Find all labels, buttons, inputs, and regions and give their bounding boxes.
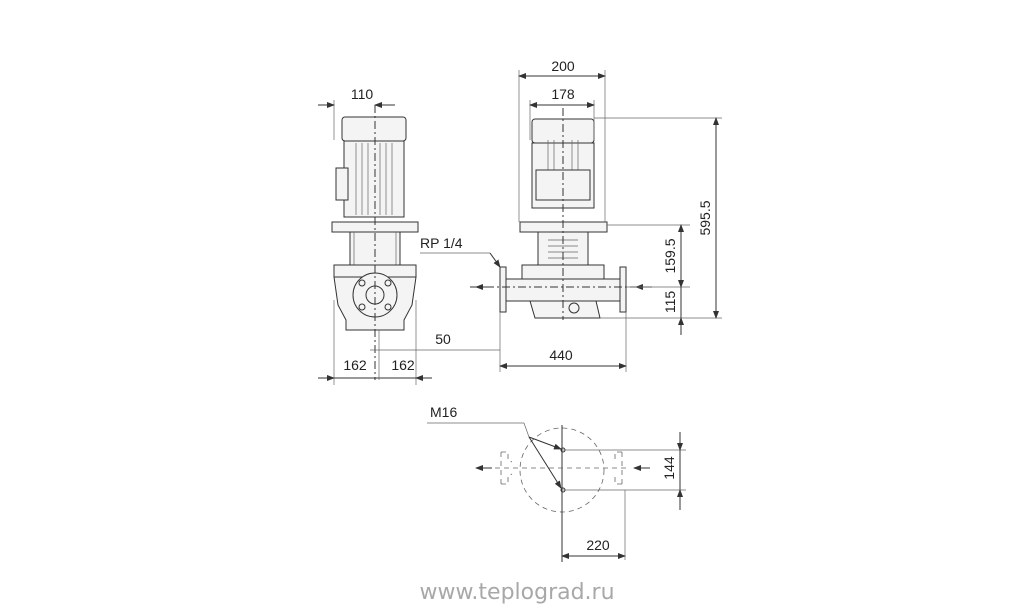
dim-178: 178 [551, 86, 575, 102]
dim-162-left: 162 [343, 357, 367, 373]
dim-440: 440 [549, 347, 573, 363]
dim-50: 50 [435, 331, 451, 347]
dim-200: 200 [551, 58, 575, 74]
dim-159-5: 159.5 [662, 238, 678, 273]
label-rp-1-4: RP 1/4 [420, 235, 463, 251]
label-m16: M16 [430, 404, 457, 420]
dim-110: 110 [351, 86, 374, 102]
dim-595-5: 595.5 [697, 200, 713, 235]
dim-144: 144 [661, 456, 677, 480]
dim-220: 220 [586, 537, 610, 553]
watermark: www.teplograd.ru [419, 580, 615, 605]
dim-115: 115 [662, 291, 678, 314]
side-view: 110 162 162 50 [318, 86, 500, 385]
front-view: 200 178 595.5 159.5 115 440 RP 1/4 [420, 58, 722, 372]
dim-162-right: 162 [391, 357, 415, 373]
base-plan-view: 144 220 M16 [427, 404, 686, 562]
